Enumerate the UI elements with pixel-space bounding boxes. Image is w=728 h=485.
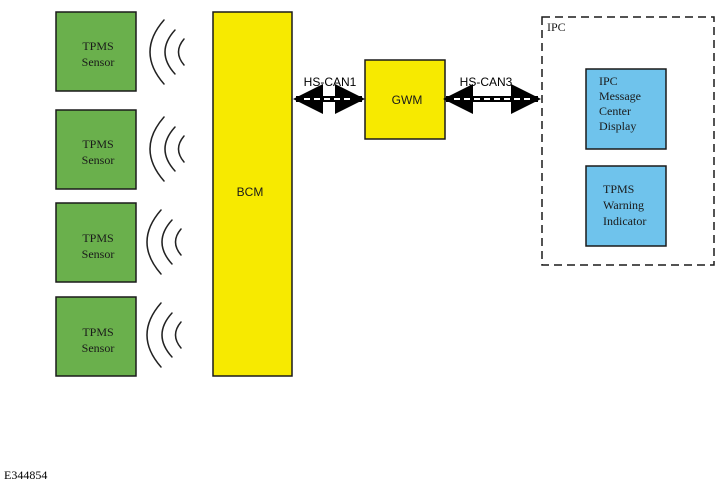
message-center-display: IPC Message Center Display	[585, 68, 667, 150]
warning-indicator-line1: TPMS	[603, 182, 634, 196]
sensor-3-line1: TPMS	[82, 231, 113, 245]
hs-can1-link: HS-CAN1	[293, 75, 365, 114]
gwm-label: GWM	[392, 93, 423, 107]
tpms-sensor-1: TPMS Sensor	[55, 11, 137, 92]
sensor-3-line2: Sensor	[82, 247, 115, 261]
message-center-line4: Display	[599, 119, 636, 133]
radio-wave-icon-4	[146, 302, 182, 368]
hs-can3-label: HS-CAN3	[460, 75, 513, 89]
gwm-module: GWM	[364, 59, 446, 140]
sensor-4-line2: Sensor	[82, 341, 115, 355]
bcm-label: BCM	[237, 185, 264, 199]
tpms-sensor-4: TPMS Sensor	[55, 296, 137, 377]
warning-indicator-line2: Warning	[603, 198, 644, 212]
tpms-warning-indicator: TPMS Warning Indicator	[585, 165, 667, 247]
message-center-line1: IPC	[599, 74, 618, 88]
bcm-module: BCM	[212, 11, 293, 377]
figure-id: E344854	[4, 468, 48, 482]
hs-can1-label: HS-CAN1	[304, 75, 357, 89]
sensor-1-line1: TPMS	[82, 39, 113, 53]
sensor-1-line2: Sensor	[82, 55, 115, 69]
warning-indicator-line3: Indicator	[603, 214, 646, 228]
radio-wave-icon-1	[149, 19, 185, 85]
tpms-sensor-3: TPMS Sensor	[55, 202, 137, 283]
message-center-line2: Message	[599, 89, 641, 103]
message-center-line3: Center	[599, 104, 631, 118]
tpms-sensor-2: TPMS Sensor	[55, 109, 137, 190]
hs-can3-link: HS-CAN3	[443, 75, 541, 114]
radio-wave-icon-3	[146, 209, 182, 275]
sensor-4-line1: TPMS	[82, 325, 113, 339]
ipc-label: IPC	[547, 20, 566, 34]
ipc-container: IPC	[541, 16, 715, 266]
sensor-2-line2: Sensor	[82, 153, 115, 167]
sensor-2-line1: TPMS	[82, 137, 113, 151]
radio-wave-icon-2	[149, 116, 185, 182]
